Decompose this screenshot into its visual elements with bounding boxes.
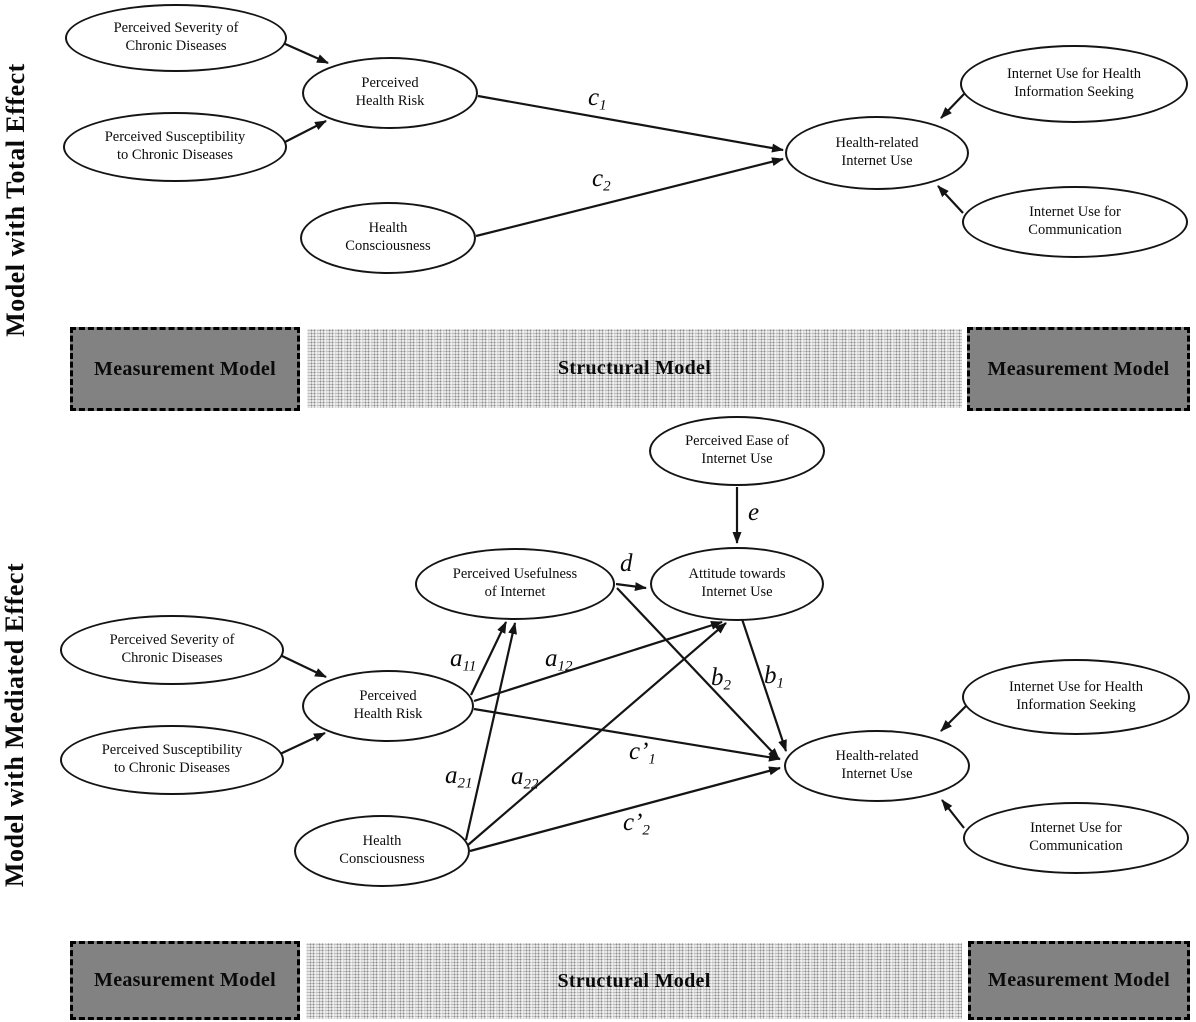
edge-label-a21: a21 — [445, 762, 473, 792]
node-severity-bottom: Perceived Severity of Chronic Diseases — [60, 615, 284, 685]
node-susceptibility-bottom: Perceived Susceptibility to Chronic Dise… — [60, 725, 284, 795]
edge-susceptibility-healthrisk-top — [282, 120, 327, 144]
edge-d — [615, 582, 647, 592]
structural-model-bar-bottom: Structural Model — [306, 943, 962, 1019]
edge-label-c2: c2 — [592, 165, 611, 195]
node-info-seeking-top: Internet Use for Health Information Seek… — [960, 45, 1188, 123]
edge-a22 — [467, 622, 727, 846]
node-health-consciousness-top: Health Consciousness — [300, 202, 476, 274]
node-health-consciousness-bottom: Health Consciousness — [294, 815, 470, 887]
edge-label-cp1: c’1 — [629, 738, 656, 768]
edge-infoseeking-internetuse-bottom — [940, 705, 967, 732]
edge-label-a11: a11 — [450, 645, 477, 675]
edge-susceptibility-healthrisk-bottom — [279, 732, 326, 755]
node-internet-use-bottom: Health-related Internet Use — [784, 730, 970, 802]
node-communication-top: Internet Use for Communication — [962, 186, 1188, 258]
edge-a11 — [470, 621, 507, 696]
node-ease-of-use: Perceived Ease of Internet Use — [649, 416, 825, 486]
measurement-model-box-bottom-left: Measurement Model — [70, 941, 300, 1020]
edge-infoseeking-internetuse-top — [940, 93, 965, 119]
measurement-model-box-bottom-right: Measurement Model — [968, 941, 1190, 1020]
node-susceptibility-top: Perceived Susceptibility to Chronic Dise… — [63, 112, 287, 182]
node-info-seeking-bottom: Internet Use for Health Information Seek… — [962, 659, 1190, 735]
node-usefulness: Perceived Usefulness of Internet — [415, 548, 615, 620]
measurement-model-box-top-left: Measurement Model — [70, 327, 300, 411]
node-health-risk-bottom: Perceived Health Risk — [302, 670, 474, 742]
node-health-risk-top: Perceived Health Risk — [302, 57, 478, 129]
edge-label-d: d — [620, 550, 633, 577]
edge-label-e: e — [748, 499, 760, 526]
node-communication-bottom: Internet Use for Communication — [963, 802, 1189, 874]
measurement-model-box-top-right: Measurement Model — [967, 327, 1190, 411]
edge-label-c1: c1 — [588, 84, 607, 114]
edge-cp2 — [469, 766, 781, 853]
edge-c1 — [477, 94, 784, 153]
edge-b2 — [616, 587, 780, 760]
edge-label-b2: b2 — [711, 664, 731, 694]
node-severity-top: Perceived Severity of Chronic Diseases — [65, 4, 287, 72]
edge-a12 — [473, 620, 723, 703]
edge-communication-internetuse-top — [937, 185, 964, 214]
edge-label-cp2: c’2 — [623, 809, 650, 839]
edge-severity-healthrisk-top — [282, 41, 329, 65]
edge-label-a22: a22 — [511, 763, 539, 793]
node-attitude: Attitude towards Internet Use — [650, 547, 824, 621]
edge-communication-internetuse-bottom — [941, 799, 965, 829]
edge-c2 — [475, 157, 784, 238]
edge-cp1 — [473, 707, 781, 762]
edge-a21 — [464, 622, 517, 841]
structural-model-bar-top: Structural Model — [307, 329, 962, 408]
edge-severity-healthrisk-bottom — [279, 654, 327, 678]
edge-label-b1: b1 — [764, 662, 784, 692]
edge-label-a12: a12 — [545, 645, 573, 675]
node-internet-use-top: Health-related Internet Use — [785, 116, 969, 190]
edge-b1 — [740, 618, 788, 752]
